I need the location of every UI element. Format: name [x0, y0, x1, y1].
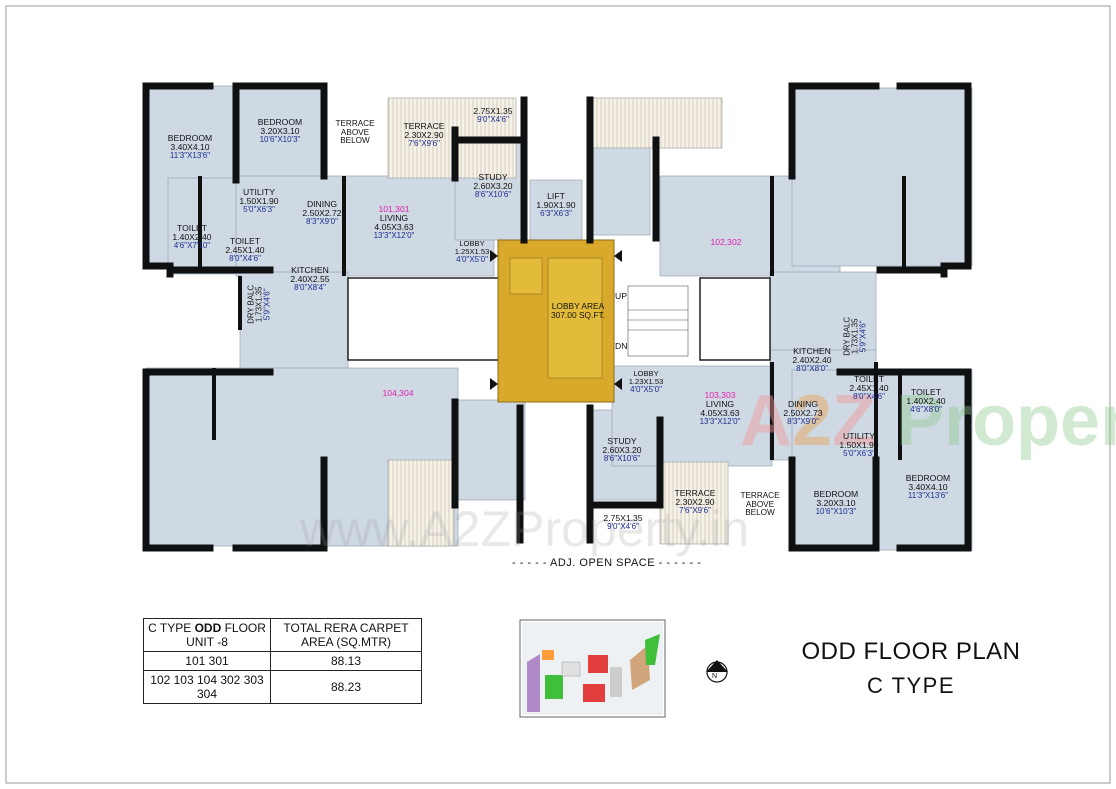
unit-number-ll: 104,304: [382, 388, 414, 398]
stair-dn: DN: [615, 341, 628, 351]
stair-up: UP: [615, 291, 627, 301]
north-arrow: [706, 660, 728, 683]
room-drybalc-ul: DRY BALC 1.73X1.35 5'9"X4'6": [246, 285, 272, 324]
room-terrace-above-ul: TERRACE ABOVE BELOW: [335, 119, 375, 146]
room-terrace-above-lr: TERRACE ABOVE BELOW: [740, 491, 780, 518]
watermark-url: www.A2ZProperty.in: [300, 501, 750, 557]
table-header-area: TOTAL RERA CARPET AREA (SQ.MTR): [270, 618, 422, 652]
room-fills: [145, 85, 973, 551]
key-plan: [519, 619, 666, 718]
plan-title: ODD FLOOR PLAN: [801, 638, 1021, 665]
watermark-logo: A2Z Property: [740, 381, 1116, 461]
walls: [142, 82, 972, 552]
unit-number-ur: 102,302: [710, 237, 742, 247]
table-header-row: C TYPE ODD FLOOR UNIT -8 TOTAL RERA CARP…: [143, 618, 422, 652]
plan-subtitle: C TYPE: [866, 673, 956, 698]
table-row: 102 103 104 302 303 304 88.23: [143, 670, 422, 704]
table-header-unit: C TYPE ODD FLOOR UNIT -8: [143, 618, 271, 652]
north-label: N: [712, 673, 718, 680]
stair: [627, 285, 689, 357]
rera-area-table: C TYPE ODD FLOOR UNIT -8 TOTAL RERA CARP…: [143, 618, 422, 704]
table-row: 101 301 88.13: [143, 651, 422, 671]
lobby-core: [490, 239, 622, 403]
adj-open-space-label: - - - - - ADJ. OPEN SPACE - - - - - -: [512, 557, 702, 569]
